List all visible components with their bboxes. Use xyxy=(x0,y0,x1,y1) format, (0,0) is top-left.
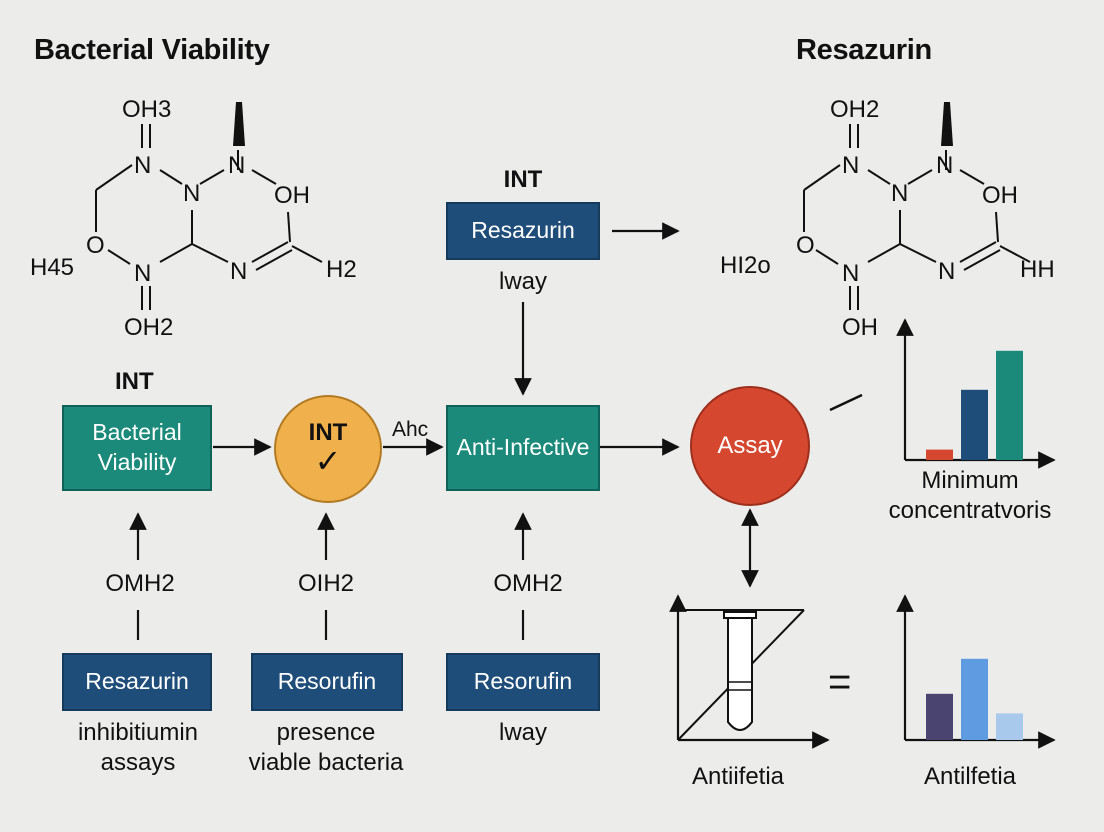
bottom-box-3[interactable]: Resorufin xyxy=(446,653,600,711)
mol-left-n3: N xyxy=(228,152,246,179)
assay-circle[interactable]: Assay xyxy=(690,386,810,506)
mol-right-n3: N xyxy=(936,152,954,179)
main-int-label: INT xyxy=(115,368,154,395)
chart1-bars xyxy=(926,350,1023,460)
mol-left-h45: H45 xyxy=(30,254,75,281)
mol-left-bond-l xyxy=(291,245,323,263)
top-caption: lway xyxy=(498,268,548,295)
mol-right-bond-i xyxy=(815,249,839,265)
mol-left-bond-h xyxy=(191,243,229,263)
bottom-caption-3: lway xyxy=(498,719,548,746)
chart1-bar-3 xyxy=(996,350,1023,460)
mol-right-bond-j2 xyxy=(963,249,1001,271)
mol-right-bond-j xyxy=(959,241,997,263)
mol-left-n1: N xyxy=(134,152,152,179)
mol-left-bond-j xyxy=(251,241,289,263)
mol-left-n2: N xyxy=(183,180,201,207)
mol-right-bond-l xyxy=(999,245,1031,263)
mol-right-n1: N xyxy=(842,152,860,179)
mol-left-bond-a xyxy=(95,164,133,191)
mol-left-bond-g xyxy=(159,243,193,263)
chart2-bar-1 xyxy=(926,693,953,740)
mol-right-oh: OH xyxy=(982,182,1018,209)
title-left: Bacterial Viability xyxy=(34,34,270,66)
equals-sign: = xyxy=(828,660,852,704)
assay-label: Assay xyxy=(717,432,783,459)
mol-left-n5: N xyxy=(230,258,248,285)
molecule-right xyxy=(803,124,1031,310)
chart2-caption: Antilfetia xyxy=(923,763,1017,790)
bottom-caption-1: inhibitiumin assays xyxy=(77,719,199,776)
test-tube-plot xyxy=(669,594,830,749)
title-right: Resazurin xyxy=(796,34,932,66)
anti-infective-box[interactable]: Anti-Infective xyxy=(446,405,600,491)
bottom-formula-3: OMH2 xyxy=(493,570,563,597)
mol-right-wedge xyxy=(941,102,953,146)
mol-right-bottom: OH xyxy=(842,314,878,341)
mol-left-bond-i xyxy=(107,249,131,265)
mol-right-n5: N xyxy=(938,258,956,285)
chart2-bars xyxy=(926,658,1023,740)
mol-left-h2: H2 xyxy=(326,256,357,283)
mol-right-bond-k xyxy=(995,211,999,243)
tube-plot-caption: Antiifetia xyxy=(691,763,785,790)
mol-left-bottom: OH2 xyxy=(124,314,174,341)
chart1-bar-1 xyxy=(926,449,953,460)
mol-right-bond-a xyxy=(803,164,841,191)
test-tube xyxy=(727,618,753,731)
mol-right-bond-e xyxy=(959,169,985,185)
mol-right-bond-d xyxy=(907,169,933,185)
bottom-box-2[interactable]: Resorufin xyxy=(251,653,403,711)
chart1-bar-2 xyxy=(961,389,988,460)
mol-left-bond-j2 xyxy=(255,249,293,271)
int-circle-label: INT xyxy=(308,419,348,446)
chart2-bar-3 xyxy=(996,713,1023,740)
bottom-formula-1: OMH2 xyxy=(105,570,175,597)
mol-left-top: OH3 xyxy=(122,96,172,123)
mol-right-hh: HH xyxy=(1020,256,1055,283)
top-int-label: INT xyxy=(503,166,543,193)
mol-right-h2o: HI2o xyxy=(720,252,771,279)
mol-right-n4: N xyxy=(842,260,860,287)
mol-right-n2: N xyxy=(891,180,909,207)
check-icon: ✓ xyxy=(314,443,342,479)
bottom-box-1[interactable]: Resazurin xyxy=(62,653,212,711)
mol-right-o: O xyxy=(796,232,815,259)
mol-right-bond-c xyxy=(867,169,891,185)
bottom-caption-2: presence viable bacteria xyxy=(248,719,404,776)
mol-left-bond-e xyxy=(251,169,277,185)
mol-left-wedge xyxy=(233,102,245,146)
mol-left-n4: N xyxy=(134,260,152,287)
mol-left-o: O xyxy=(86,232,105,259)
mol-left-oh: OH xyxy=(274,182,310,209)
chart1-caption: Minimum concentratvoris xyxy=(888,467,1052,524)
bacterial-viability-box[interactable]: Bacterial Viability xyxy=(62,405,212,491)
chart2-bar-2 xyxy=(961,658,988,740)
mol-right-bond-g xyxy=(867,243,901,263)
dash-line xyxy=(829,393,863,412)
arrow-label-ahc: Ahc xyxy=(392,418,429,441)
bottom-formula-2: OIH2 xyxy=(297,570,355,597)
molecule-left xyxy=(95,124,323,310)
mol-right-top: OH2 xyxy=(830,96,880,123)
mol-left-bond-d xyxy=(199,169,225,185)
test-tube-rim xyxy=(723,611,757,619)
int-circle[interactable]: INT ✓ xyxy=(274,395,382,503)
mol-left-bond-k xyxy=(287,211,291,243)
mol-right-bond-h xyxy=(899,243,937,263)
top-resazurin-box[interactable]: Resazurin xyxy=(446,202,600,260)
mol-left-bond-c xyxy=(159,169,183,185)
